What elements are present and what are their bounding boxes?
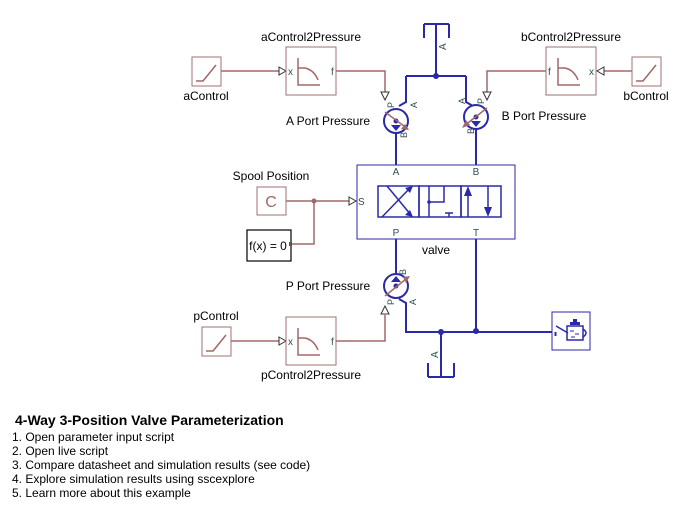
reservoir-port-label: A bbox=[430, 351, 441, 358]
B-port-pressure-source[interactable]: A P B bbox=[457, 98, 489, 134]
inport-arrow-icon bbox=[595, 66, 605, 76]
valve-port-B-label: B bbox=[473, 167, 480, 178]
solver-label: f(x) = 0 bbox=[249, 239, 287, 253]
inport-arrow-icon bbox=[348, 196, 358, 206]
hydraulic-junction bbox=[473, 328, 479, 334]
variable-arrow-icon bbox=[462, 120, 470, 128]
valve-port-P-label: P bbox=[393, 228, 400, 239]
pControl-block[interactable] bbox=[201, 326, 232, 357]
lookup-table-icon bbox=[297, 328, 320, 356]
inport-arrow-icon bbox=[278, 336, 288, 346]
signal-bControl2Pressure-to-BPortPressure[interactable] bbox=[486, 70, 546, 92]
inport-arrow-icon bbox=[278, 66, 288, 76]
port-P-label: P bbox=[476, 98, 486, 104]
link-compare-results[interactable]: 3. Compare datasheet and simulation resu… bbox=[12, 458, 311, 472]
link-learn-more[interactable]: 5. Learn more about this example bbox=[12, 486, 191, 500]
ramp-icon bbox=[196, 64, 217, 82]
inport-arrow-icon bbox=[380, 91, 390, 102]
bControl-block[interactable] bbox=[631, 56, 662, 87]
signal-aControl2Pressure-to-APortPressure[interactable] bbox=[336, 70, 386, 92]
hydraulic-line-return[interactable] bbox=[398, 298, 555, 333]
A-port-pressure-source[interactable]: P A B bbox=[383, 102, 419, 138]
signal-spool-to-solver[interactable] bbox=[292, 201, 315, 245]
pControl2Pressure-block[interactable]: x f bbox=[285, 316, 337, 366]
port-f-label: f bbox=[548, 67, 551, 78]
bottom-reservoir-icon[interactable] bbox=[427, 363, 455, 378]
annotation-title: 4-Way 3-Position Valve Parameterization bbox=[15, 412, 284, 428]
signal-branch-point bbox=[311, 198, 317, 204]
link-open-live-script[interactable]: 2. Open live script bbox=[12, 444, 109, 458]
B-port-pressure-label: B Port Pressure bbox=[502, 109, 587, 123]
ramp-icon bbox=[206, 334, 227, 352]
port-A-label: A bbox=[409, 102, 419, 108]
oil-can-icon bbox=[554, 319, 587, 341]
valve-symbol-icon bbox=[377, 185, 502, 218]
port-x-label: x bbox=[288, 337, 293, 348]
bControl2Pressure-block[interactable]: f x bbox=[545, 46, 597, 96]
hydraulic-fluid-block[interactable] bbox=[551, 311, 591, 351]
spool-position-label: Spool Position bbox=[233, 169, 310, 183]
P-port-pressure-label: P Port Pressure bbox=[286, 279, 371, 293]
link-open-parameter-script[interactable]: 1. Open parameter input script bbox=[12, 430, 175, 444]
constant-value: C bbox=[265, 194, 277, 211]
reservoir-port-label: A bbox=[438, 43, 449, 50]
bControl-label: bControl bbox=[623, 89, 668, 103]
port-x-label: x bbox=[589, 67, 594, 78]
solver-configuration-block[interactable]: f(x) = 0 bbox=[246, 229, 292, 262]
port-f-label: f bbox=[331, 67, 334, 78]
port-A-label: A bbox=[408, 299, 418, 305]
variable-arrow-icon bbox=[403, 276, 410, 283]
pControl-label: pControl bbox=[193, 309, 238, 323]
pControl2Pressure-label: pControl2Pressure bbox=[261, 368, 361, 382]
valve-label: valve bbox=[422, 243, 450, 257]
aControl2Pressure-label: aControl2Pressure bbox=[261, 30, 361, 44]
valve-block[interactable]: A B P T S bbox=[356, 164, 516, 240]
aControl-label: aControl bbox=[183, 89, 228, 103]
valve-port-A-label: A bbox=[393, 167, 400, 178]
port-P-label: P bbox=[386, 299, 396, 305]
port-P-label: P bbox=[386, 102, 396, 108]
P-port-pressure-source[interactable]: P A B bbox=[383, 269, 418, 305]
example-annotation: 4-Way 3-Position Valve Parameterization … bbox=[12, 412, 310, 500]
port-B-label: B bbox=[399, 132, 409, 138]
aControl2Pressure-block[interactable]: x f bbox=[285, 46, 337, 96]
port-A-label: A bbox=[457, 98, 467, 104]
port-x-label: x bbox=[288, 67, 293, 78]
hydraulic-line[interactable] bbox=[398, 75, 474, 107]
valve-port-S-label: S bbox=[358, 197, 365, 208]
inport-arrow-icon bbox=[380, 304, 390, 315]
ramp-icon bbox=[636, 64, 657, 82]
port-f-label: f bbox=[331, 337, 334, 348]
signal-pControl2Pressure-to-PPortPressure[interactable] bbox=[336, 315, 386, 342]
port-B-label: B bbox=[398, 269, 408, 275]
bControl2Pressure-label: bControl2Pressure bbox=[521, 30, 621, 44]
A-port-pressure-label: A Port Pressure bbox=[286, 114, 370, 128]
valve-port-T-label: T bbox=[473, 228, 479, 239]
lookup-table-icon bbox=[297, 58, 320, 86]
aControl-block[interactable] bbox=[191, 56, 222, 87]
spool-position-block[interactable]: C bbox=[256, 186, 287, 216]
inport-arrow-icon bbox=[482, 91, 492, 102]
link-explore-results[interactable]: 4. Explore simulation results using ssce… bbox=[12, 472, 255, 486]
lookup-table-icon bbox=[557, 58, 580, 86]
variable-arrow-icon bbox=[401, 124, 409, 130]
port-B-label: B bbox=[466, 128, 476, 134]
